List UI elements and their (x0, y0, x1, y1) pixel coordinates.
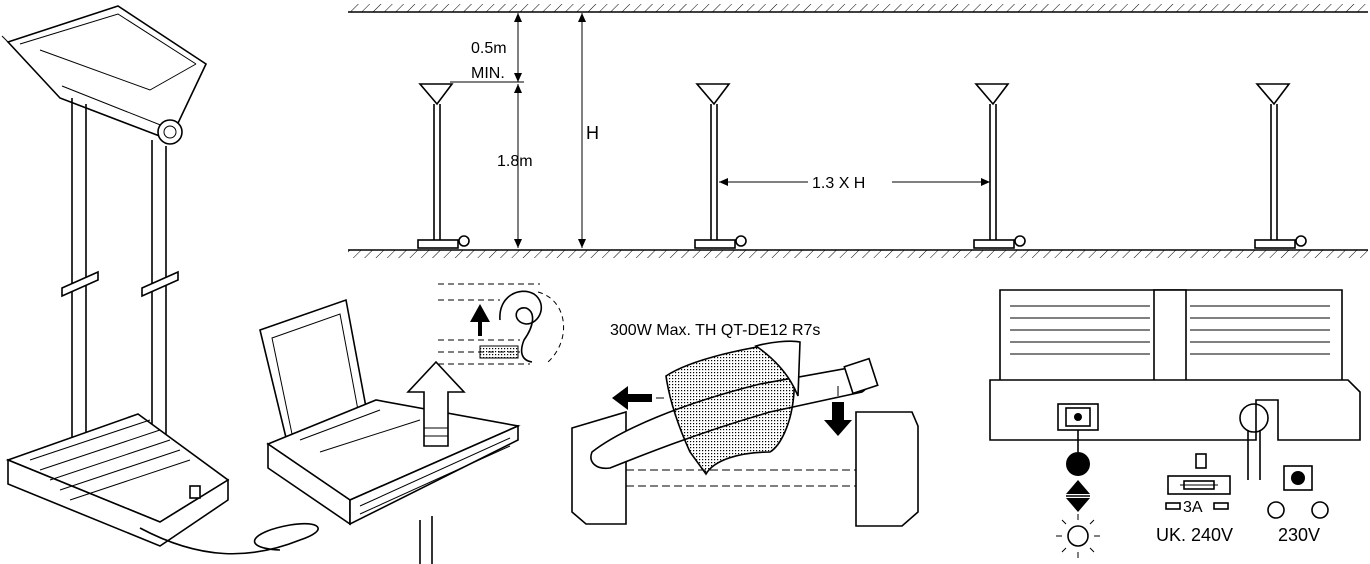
uplighter-4 (1254, 83, 1307, 249)
fuse-rating-label: 3A (1183, 499, 1203, 516)
ceiling-height-label: H (586, 123, 599, 143)
lamp-replacement-illustration (571, 340, 919, 527)
lamp-head-open-illustration (259, 283, 565, 564)
dimension-clearance (450, 13, 524, 83)
distance-label: 1.3 X H (812, 175, 865, 192)
clearance-label: 0.5m (471, 40, 507, 57)
lamp-spec-label: 300W Max. TH QT-DE12 R7s (610, 322, 820, 339)
dimension-height (514, 84, 522, 248)
dimension-distance (719, 178, 990, 186)
uplighter-2 (694, 83, 747, 249)
floor-lamp-illustration (1, 5, 319, 555)
uplighter-3 (973, 83, 1026, 249)
voltage-selector-symbol (1267, 465, 1329, 519)
eu-voltage-label: 230V (1278, 525, 1320, 545)
floor (348, 249, 1368, 258)
uk-voltage-label: UK. 240V (1156, 525, 1233, 545)
dimension-ceiling (578, 13, 586, 248)
clearance-note: MIN. (471, 65, 505, 82)
base-switch-illustration (989, 289, 1361, 480)
switch-on-off-symbol (1056, 452, 1100, 558)
fuse-symbol (1165, 453, 1231, 510)
uplighter-1 (417, 83, 470, 249)
ceiling (348, 4, 1368, 13)
height-label: 1.8m (497, 153, 533, 170)
